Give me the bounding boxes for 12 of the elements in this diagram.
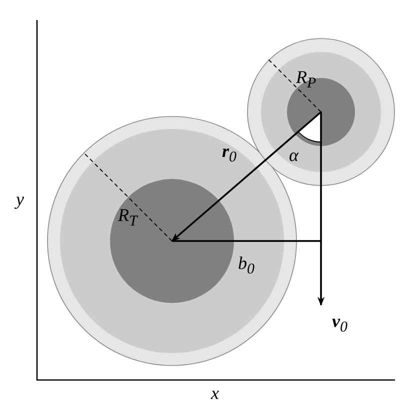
velocity-arrow <box>317 112 325 306</box>
axis-label: x <box>211 384 219 402</box>
radius-label: R$_{P}$ <box>296 68 316 92</box>
edge-label: v$_{0}$ <box>332 312 348 336</box>
position-vector-arrow <box>171 111 322 242</box>
angle-label: α <box>289 146 298 164</box>
edge-label: r$_{0}$ <box>222 142 237 166</box>
projectile-nucleus <box>247 38 395 186</box>
radius-label: R$_{T}$ <box>118 206 138 230</box>
axis-label: y <box>16 190 24 208</box>
target-nucleus <box>47 116 297 366</box>
impact-parameter-label: b$_{0}$ <box>238 254 254 278</box>
